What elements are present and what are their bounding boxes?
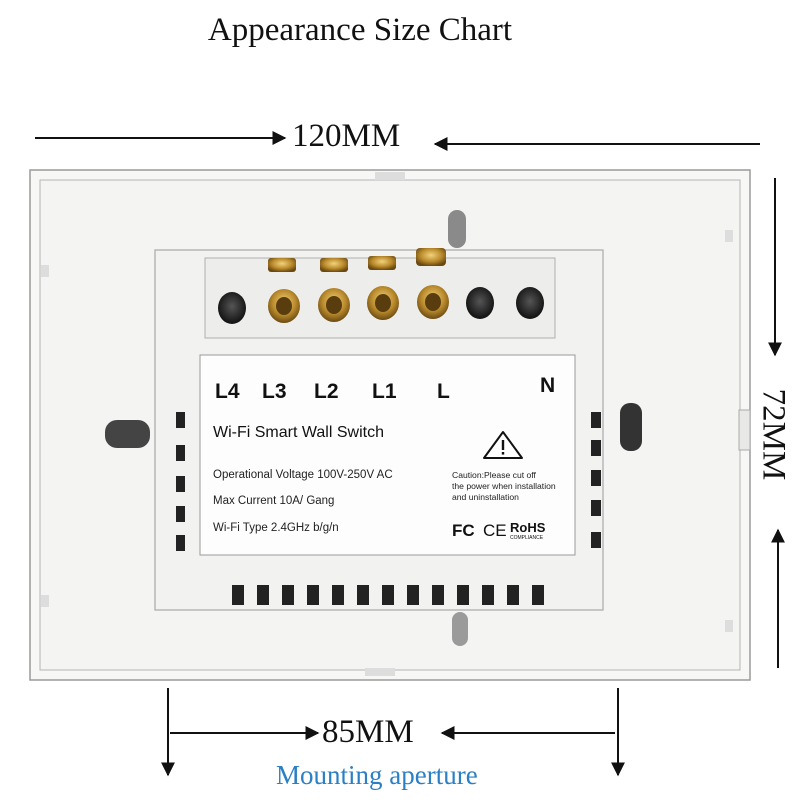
- bottom-mount-slot: [452, 612, 468, 646]
- right-vents: [591, 412, 601, 548]
- terminal-holes: [218, 285, 544, 324]
- rohs-mark: RoHS: [510, 520, 546, 535]
- terminal-label-l2: L2: [314, 380, 339, 403]
- height-dimension: 72MM: [755, 388, 792, 481]
- terminal-label-l3: L3: [262, 380, 287, 403]
- caution-line-3: and uninstallation: [452, 492, 519, 502]
- product-name: Wi-Fi Smart Wall Switch: [213, 424, 384, 441]
- fc-mark: FC: [452, 521, 475, 540]
- right-side-slot: [620, 403, 642, 451]
- ce-mark: CE: [483, 521, 507, 540]
- caution-line-1: Caution:Please cut off: [452, 470, 537, 480]
- terminal-label-l: L: [437, 380, 450, 403]
- terminal-label-l1: L1: [372, 380, 397, 403]
- left-side-slot: [105, 420, 150, 448]
- left-vents: [176, 412, 185, 551]
- terminal-screws: [268, 248, 446, 272]
- terminal-label-l4: L4: [215, 380, 240, 403]
- page-title: Appearance Size Chart: [207, 12, 513, 48]
- mounting-caption: Mounting aperture: [276, 760, 478, 790]
- caution-line-2: the power when installation: [452, 481, 556, 491]
- width-dimension: 120MM: [292, 118, 401, 154]
- rohs-compliance: COMPLIANCE: [510, 535, 544, 541]
- top-mount-slot: [448, 210, 466, 248]
- spec-voltage: Operational Voltage 100V-250V AC: [213, 469, 393, 481]
- spec-current: Max Current 10A/ Gang: [213, 495, 334, 507]
- mounting-width-dimension: 85MM: [322, 714, 414, 750]
- warning-icon: [483, 431, 523, 459]
- terminal-label-n: N: [540, 374, 555, 397]
- bottom-vents: [232, 585, 544, 605]
- spec-wifi: Wi-Fi Type 2.4GHz b/g/n: [213, 522, 339, 534]
